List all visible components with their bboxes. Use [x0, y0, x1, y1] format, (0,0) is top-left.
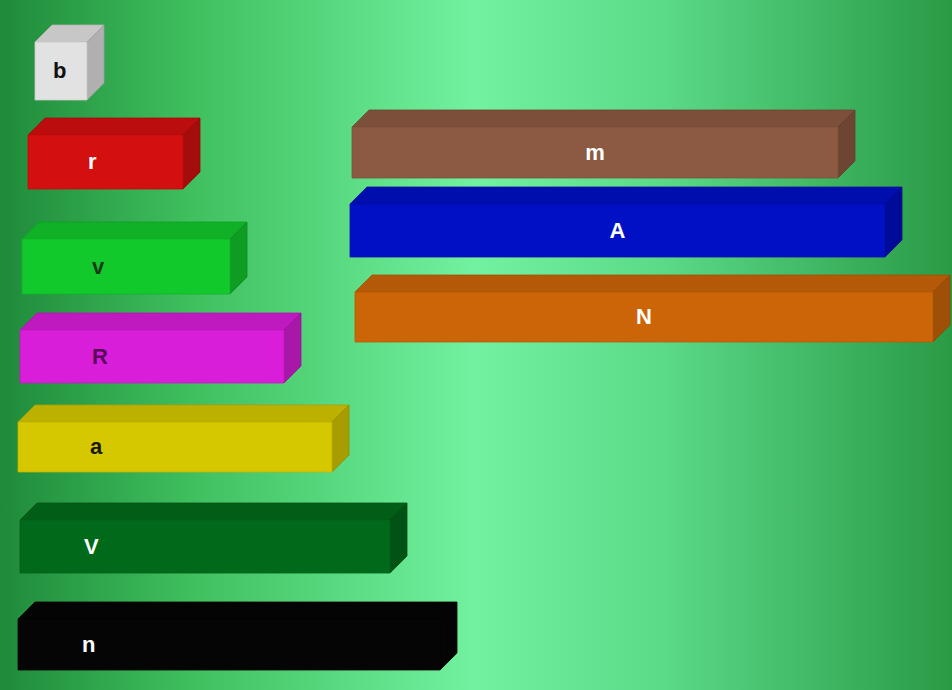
rod-top	[22, 222, 247, 239]
rod-shape	[20, 503, 407, 573]
rod-shape	[355, 275, 950, 342]
rod-side	[390, 503, 407, 573]
rod-side	[284, 313, 301, 383]
rod: N	[355, 275, 950, 342]
rod-shape	[350, 187, 902, 257]
rod-front	[28, 135, 183, 189]
rod: V	[20, 503, 407, 573]
rod: b	[35, 25, 104, 100]
rod-top	[20, 313, 301, 330]
rod: m	[352, 110, 855, 178]
rod-letter: v	[92, 256, 104, 278]
rod-side	[933, 275, 950, 342]
rod: a	[18, 405, 349, 472]
rod-side	[885, 187, 902, 257]
rod-side	[838, 110, 855, 178]
rod: R	[20, 313, 301, 383]
rod-front	[352, 127, 838, 178]
rod-top	[20, 503, 407, 520]
rod-letter: a	[90, 436, 102, 458]
rod-side	[87, 25, 104, 100]
rod: v	[22, 222, 247, 294]
rod-letter: N	[636, 306, 652, 328]
rod-side	[183, 118, 200, 189]
rod-letter: r	[88, 151, 97, 173]
rod-front	[355, 292, 933, 342]
rod-letter: n	[82, 634, 95, 656]
rod-front	[20, 520, 390, 573]
rod-shape	[20, 313, 301, 383]
rod-front	[18, 619, 440, 670]
rod-shape	[28, 118, 200, 189]
rod-letter: R	[92, 346, 108, 368]
rod-front	[18, 422, 332, 472]
rod-side	[440, 602, 457, 670]
rod-shape	[22, 222, 247, 294]
rod-letter: A	[610, 220, 626, 242]
rod-letter: b	[53, 60, 66, 82]
rod: n	[18, 602, 457, 670]
rod-side	[332, 405, 349, 472]
rod-top	[28, 118, 200, 135]
rod-shape	[18, 405, 349, 472]
rod-front	[35, 42, 87, 100]
rod: r	[28, 118, 200, 189]
rod-top	[355, 275, 950, 292]
rod-shape	[35, 25, 104, 100]
rod-front	[350, 204, 885, 257]
rod-top	[18, 602, 457, 619]
rod-side	[230, 222, 247, 294]
rod-letter: m	[585, 142, 605, 164]
rod: A	[350, 187, 902, 257]
rod-top	[352, 110, 855, 127]
rod-top	[18, 405, 349, 422]
rod-front	[20, 330, 284, 383]
rod-letter: V	[84, 536, 99, 558]
rod-top	[350, 187, 902, 204]
rod-front	[22, 239, 230, 294]
